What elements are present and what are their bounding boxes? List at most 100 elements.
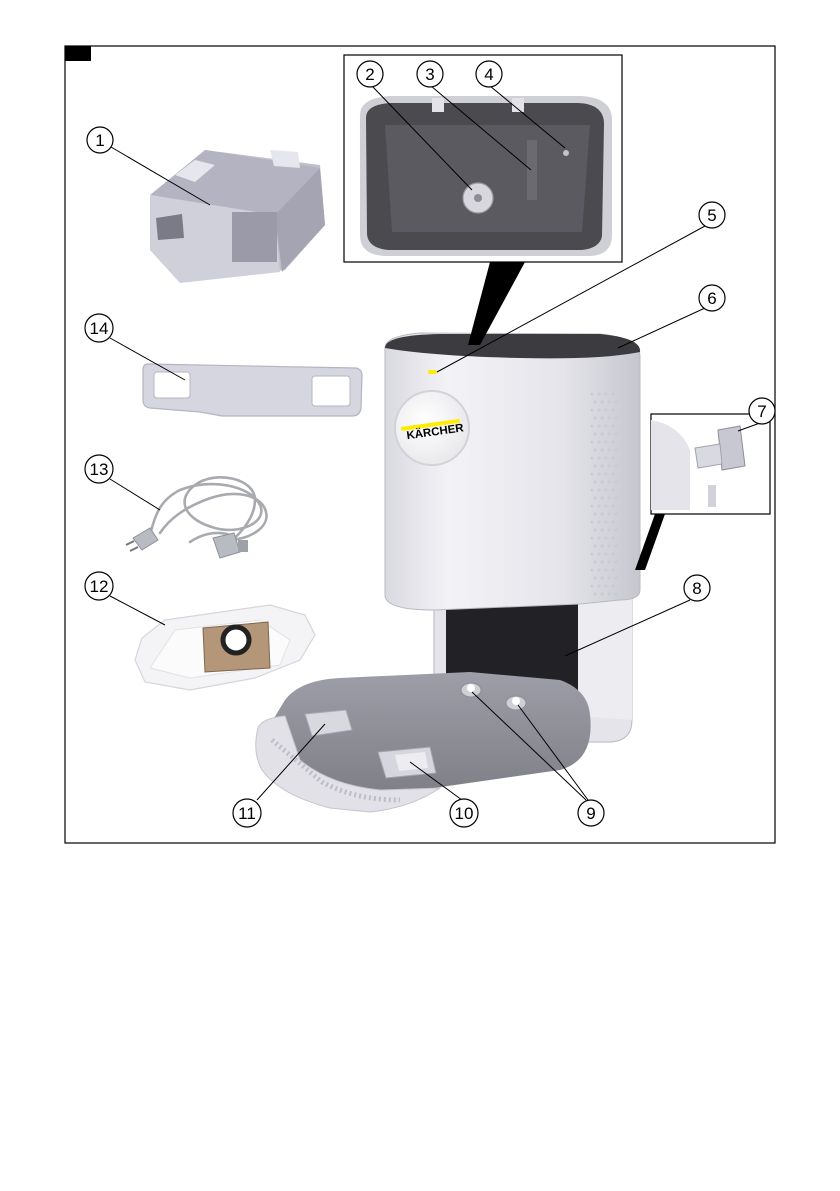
vent-hole: [608, 529, 611, 532]
vent-hole: [594, 529, 597, 532]
vent-hole: [615, 561, 618, 564]
vent-hole: [605, 505, 608, 508]
vent-hole: [615, 497, 618, 500]
vent-hole: [612, 585, 615, 588]
vent-hole: [612, 521, 615, 524]
callout-5: 5: [699, 202, 725, 228]
vent-hole: [598, 537, 601, 540]
vent-hole: [605, 537, 608, 540]
vent-hole: [605, 409, 608, 412]
part-14-plate: [143, 364, 362, 416]
vent-hole: [598, 409, 601, 412]
vent-hole: [594, 497, 597, 500]
vent-hole: [601, 417, 604, 420]
vent-hole: [612, 569, 615, 572]
vent-hole: [591, 425, 594, 428]
callout-5-label: 5: [707, 206, 716, 225]
vent-hole: [594, 433, 597, 436]
vent-hole: [615, 577, 618, 580]
vent-hole: [605, 553, 608, 556]
vent-hole: [615, 545, 618, 548]
callout-8-label: 8: [692, 579, 701, 598]
vent-hole: [594, 481, 597, 484]
callout-13-label: 13: [90, 460, 109, 479]
vent-hole: [605, 457, 608, 460]
vent-hole: [594, 561, 597, 564]
vent-hole: [601, 465, 604, 468]
vent-hole: [612, 505, 615, 508]
vent-hole: [612, 457, 615, 460]
vent-hole: [615, 417, 618, 420]
vent-hole: [605, 585, 608, 588]
vent-hole: [605, 441, 608, 444]
vent-hole: [594, 577, 597, 580]
vent-hole: [591, 537, 594, 540]
callout-12-label: 12: [90, 577, 109, 596]
vent-hole: [612, 473, 615, 476]
vent-hole: [594, 401, 597, 404]
vent-hole: [612, 441, 615, 444]
callout-6-label: 6: [707, 289, 716, 308]
vent-hole: [612, 393, 615, 396]
vent-hole: [605, 393, 608, 396]
vent-hole: [598, 425, 601, 428]
vent-hole: [608, 545, 611, 548]
callout-4: 4: [476, 61, 502, 87]
callout-14-label: 14: [90, 319, 109, 338]
vent-hole: [591, 521, 594, 524]
vent-hole: [601, 433, 604, 436]
vent-hole: [605, 489, 608, 492]
vent-hole: [601, 545, 604, 548]
vent-hole: [598, 569, 601, 572]
vent-hole: [608, 417, 611, 420]
vent-hole: [615, 433, 618, 436]
vent-hole: [615, 513, 618, 516]
vent-hole: [615, 593, 618, 596]
vent-hole: [591, 457, 594, 460]
callout-9-label: 9: [586, 804, 595, 823]
vent-hole: [612, 409, 615, 412]
vent-hole: [598, 585, 601, 588]
callout-3-label: 3: [425, 65, 434, 84]
vent-hole: [591, 569, 594, 572]
vent-hole: [594, 417, 597, 420]
vent-hole: [598, 473, 601, 476]
callout-13: 13: [85, 455, 113, 483]
vent-hole: [612, 425, 615, 428]
vent-hole: [598, 393, 601, 396]
part-1-box: [150, 150, 325, 283]
figure-corner-marker: [65, 46, 91, 61]
vent-hole: [601, 513, 604, 516]
vent-hole: [598, 489, 601, 492]
vent-hole: [591, 585, 594, 588]
vent-hole: [594, 449, 597, 452]
inset-top-pointer: [468, 262, 525, 345]
vent-hole: [591, 393, 594, 396]
vent-hole: [594, 593, 597, 596]
vent-hole: [598, 521, 601, 524]
part-13-cable: [150, 477, 266, 545]
station-base: [256, 672, 591, 812]
callout-9: 9: [578, 800, 604, 826]
vent-hole: [594, 465, 597, 468]
vent-hole: [591, 409, 594, 412]
callout-2-label: 2: [365, 65, 374, 84]
vent-hole: [608, 465, 611, 468]
vent-hole: [615, 449, 618, 452]
callout-11-label: 11: [238, 804, 256, 823]
vent-hole: [605, 521, 608, 524]
vent-hole: [608, 577, 611, 580]
vent-hole: [594, 545, 597, 548]
vent-hole: [598, 505, 601, 508]
vent-hole: [601, 577, 604, 580]
vent-hole: [601, 449, 604, 452]
callout-14: 14: [85, 314, 113, 342]
callout-6: 6: [699, 285, 725, 311]
vent-hole: [605, 473, 608, 476]
vent-hole: [591, 553, 594, 556]
vent-hole: [591, 441, 594, 444]
vent-hole: [605, 569, 608, 572]
callout-3: 3: [417, 61, 443, 87]
status-light: [428, 370, 437, 374]
